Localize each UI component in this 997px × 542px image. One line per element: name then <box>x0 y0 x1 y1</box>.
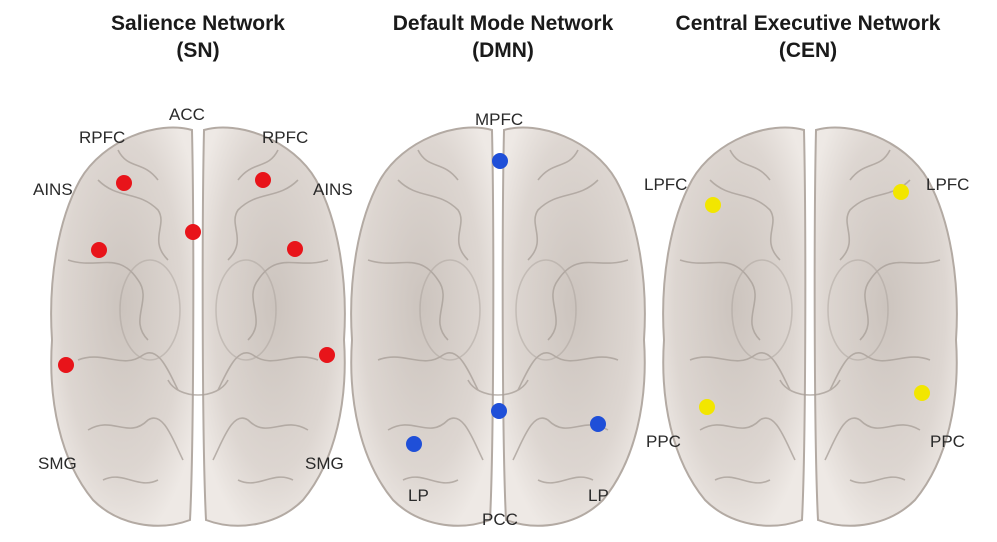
label-sn-rpfc-left: RPFC <box>79 128 126 147</box>
panel-title-dmn: Default Mode Network (DMN) <box>358 10 648 64</box>
label-cen-lpfc-left: LPFC <box>644 175 688 194</box>
panel-title-dmn-name: Default Mode Network <box>392 12 614 35</box>
panel-title-cen: Central Executive Network (CEN) <box>648 10 968 64</box>
node-sn-ains-right <box>287 241 303 257</box>
node-sn-smg-right <box>319 347 335 363</box>
node-sn-rpfc-right <box>255 172 271 188</box>
brain-sn <box>50 126 346 527</box>
label-sn-ains-right: AINS <box>313 180 353 199</box>
node-dmn-lp-right <box>590 416 606 432</box>
node-sn-acc <box>185 224 201 240</box>
brain-dmn <box>350 126 646 527</box>
panel-title-sn-name: Salience Network <box>111 12 285 35</box>
label-dmn-lp-right: LP <box>588 486 609 505</box>
node-cen-lpfc-left <box>705 197 721 213</box>
label-dmn-pcc: PCC <box>482 510 518 529</box>
label-sn-ains-left: AINS <box>33 180 73 199</box>
panel-title-cen-abbr: (CEN) <box>778 39 838 62</box>
node-sn-smg-left <box>58 357 74 373</box>
node-dmn-lp-left <box>406 436 422 452</box>
label-sn-acc: ACC <box>169 105 205 124</box>
label-sn-smg-right: SMG <box>305 454 344 473</box>
label-sn-smg-left: SMG <box>38 454 77 473</box>
label-cen-lpfc-right: LPFC <box>926 175 970 194</box>
node-cen-ppc-right <box>914 385 930 401</box>
node-dmn-mpfc <box>492 153 508 169</box>
panel-title-sn-abbr: (SN) <box>176 39 220 62</box>
node-dmn-pcc <box>491 403 507 419</box>
panel-title-dmn-abbr: (DMN) <box>472 39 534 62</box>
panel-title-cen-name: Central Executive Network <box>675 12 941 35</box>
brain-cen <box>662 126 958 527</box>
panel-title-sn: Salience Network (SN) <box>78 10 318 64</box>
label-sn-rpfc-right: RPFC <box>262 128 309 147</box>
node-cen-ppc-left <box>699 399 715 415</box>
node-cen-lpfc-right <box>893 184 909 200</box>
node-sn-rpfc-left <box>116 175 132 191</box>
label-cen-ppc-right: PPC <box>930 432 965 451</box>
label-dmn-mpfc: MPFC <box>475 110 524 129</box>
label-dmn-lp-left: LP <box>408 486 429 505</box>
label-cen-ppc-left: PPC <box>646 432 681 451</box>
node-sn-ains-left <box>91 242 107 258</box>
